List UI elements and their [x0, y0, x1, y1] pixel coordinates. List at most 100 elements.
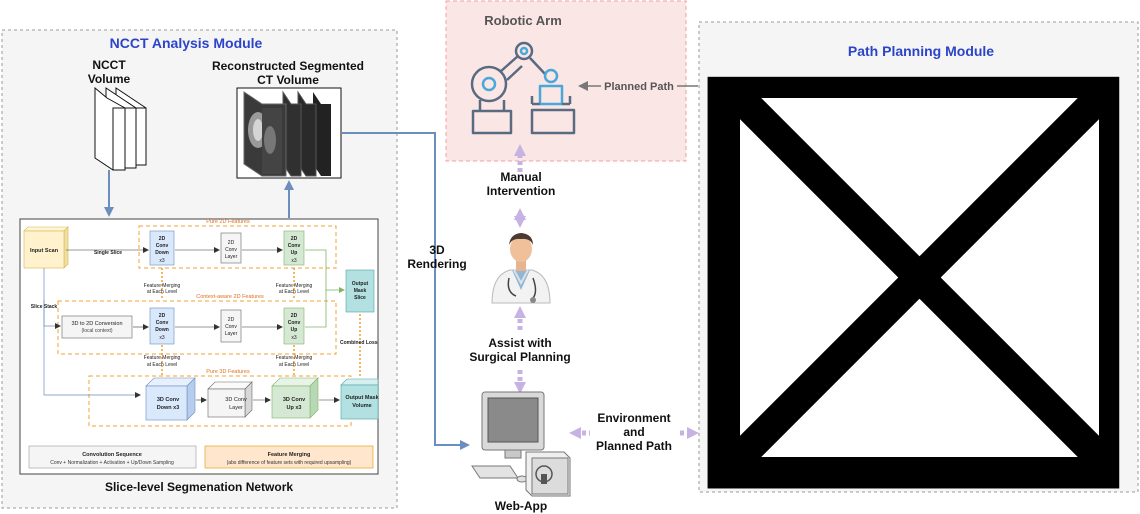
- robotic-arm-frame: [445, 0, 687, 162]
- conv2d-down-line4: x3: [159, 258, 165, 264]
- arrow-pure-up-output: [305, 249, 345, 293]
- pure-2d-frame: [138, 225, 337, 269]
- single-slice-label: Single Slice: [94, 250, 122, 256]
- conv2d-down-line1: 2D: [159, 236, 166, 242]
- conv2d-layer-line1: 2D: [228, 240, 235, 246]
- network-panel: [19, 218, 379, 475]
- conv2d-down-line2: Conv: [156, 243, 169, 249]
- doctor-icon: [491, 233, 551, 304]
- combined-loss-label: Combined Loss: [340, 340, 378, 346]
- output-mask-slice-node: Output Mask Slice: [345, 269, 375, 313]
- ctx-up-line1: 2D: [291, 313, 298, 319]
- ctx-down-line3: Down: [155, 327, 169, 333]
- reconstructed-ct-volume-icon: [236, 87, 342, 179]
- legend-convolution: Convolution Sequence Conv + Normalizatio…: [28, 445, 197, 469]
- conv2d-layer-context: 2D Conv Layer: [220, 309, 242, 343]
- conv2d-down-context: 2D Conv Down x3: [149, 307, 175, 345]
- conv2d-layer-pure: 2D Conv Layer: [220, 232, 242, 264]
- env-label-2: and: [623, 425, 644, 439]
- ncct-analysis-module: NCCT Analysis Module NCCT Volume Reconst…: [1, 29, 398, 509]
- ncct-module-title: NCCT Analysis Module: [110, 35, 263, 51]
- env-label-3: Planned Path: [596, 439, 672, 453]
- robotic-arm-title: Robotic Arm: [484, 13, 562, 28]
- segmentation-network: Pure 2D Features Context-aware 2D Featur…: [19, 218, 380, 475]
- conv2d-up-line4: x3: [291, 258, 297, 264]
- arrow-input-3d: [43, 300, 141, 398]
- recon-label-1: Reconstructed Segmented: [212, 59, 364, 73]
- conv3d-layer-node: 3D Conv Layer: [207, 381, 253, 418]
- merge-label-rt-2: at Each Level: [279, 289, 309, 295]
- ctx-down-line1: 2D: [159, 313, 166, 319]
- conv3d-up-node: 3D Conv Up x3: [271, 377, 319, 419]
- conv2d-layer-line2: Conv: [225, 247, 237, 253]
- conv2d-up-line3: Up: [291, 250, 298, 256]
- ctx-down-line4: x3: [159, 335, 165, 341]
- arrow-3d-rendering: [342, 132, 470, 450]
- ncct-volume-label-1: NCCT: [92, 58, 126, 72]
- conv2d-up-pure: 2D Conv Up x3: [283, 230, 305, 266]
- manual-label-1: Manual: [500, 170, 541, 184]
- pure-3d-title: Pure 3D Features: [206, 369, 250, 375]
- merge-label-lt-2: at Each Level: [147, 289, 177, 295]
- arrow-context-up-output: [305, 290, 327, 328]
- conv3d-up-line2: Up x3: [287, 405, 302, 411]
- env-label-1: Environment: [597, 411, 670, 425]
- input-scan-label: Input Scan: [30, 248, 59, 254]
- recon-label-2: CT Volume: [257, 73, 319, 87]
- conv2d-down-pure: 2D Conv Down x3: [149, 230, 175, 266]
- rendering-label-1: 3D: [429, 243, 445, 257]
- manual-label-2: Intervention: [487, 184, 556, 198]
- ctx-layer-line1: 2D: [228, 317, 235, 323]
- conv2d-up-line2: Conv: [288, 243, 301, 249]
- conv3d-layer-line2: Layer: [229, 405, 243, 411]
- conv3d-up-line1: 3D Conv: [283, 397, 306, 403]
- out-volume-line1: Output Mask: [345, 395, 379, 401]
- legend-feature-merging: Feature Merging (abs difference of featu…: [204, 445, 374, 469]
- legend-conv-text: Conv + Normalization + Activation + Up/D…: [50, 460, 174, 466]
- legend-merge-text: (abs difference of feature sets with req…: [227, 460, 352, 466]
- computer-icon: [471, 391, 571, 497]
- context-2d-frame: [57, 300, 337, 355]
- conv3d-down-line1: 3D Conv: [157, 397, 180, 403]
- merge-label-lt-1: Feature Merging: [144, 283, 181, 289]
- ctx-layer-line3: Layer: [225, 331, 238, 337]
- conv3d-to-2d-line1: 3D to 2D Conversion: [71, 321, 122, 327]
- context-2d-title: Context-aware 2D Features: [196, 294, 264, 300]
- network-caption: Slice-level Segmenation Network: [105, 480, 293, 494]
- path-module-title: Path Planning Module: [848, 43, 994, 59]
- conv3d-to-2d-node: 3D to 2D Conversion (local context): [61, 315, 133, 339]
- rendering-label-2: Rendering: [407, 257, 466, 271]
- out-slice-line3: Slice: [354, 295, 366, 301]
- ncct-volume-label-2: Volume: [88, 72, 131, 86]
- ctx-up-line4: x3: [291, 335, 297, 341]
- conv2d-up-context: 2D Conv Up x3: [283, 307, 305, 345]
- merge-label-rt-1: Feature Merging: [276, 283, 313, 289]
- merge-label-rm-2: at Each Level: [279, 362, 309, 368]
- ctx-layer-line2: Conv: [225, 324, 237, 330]
- ctx-up-line3: Up: [291, 327, 298, 333]
- conv2d-down-line3: Down: [155, 250, 169, 256]
- merge-label-lm-2: at Each Level: [147, 362, 177, 368]
- merge-label-rm-1: Feature Merging: [276, 355, 313, 361]
- conv3d-layer-line1: 3D Conv: [225, 397, 247, 403]
- out-slice-line1: Output: [352, 281, 369, 287]
- ctx-down-line2: Conv: [156, 320, 169, 326]
- path-planning-placeholder-image: [707, 76, 1120, 489]
- planned-path-label: Planned Path: [604, 81, 674, 93]
- legend-conv-title: Convolution Sequence: [82, 452, 142, 458]
- conv2d-up-line1: 2D: [291, 236, 298, 242]
- ncct-volume-icon: [94, 86, 147, 171]
- assist-label-1: Assist with: [488, 336, 551, 350]
- out-volume-line2: Volume: [352, 403, 371, 409]
- webapp-label: Web-App: [495, 499, 547, 513]
- conv2d-layer-line3: Layer: [225, 254, 238, 260]
- input-scan-node: Input Scan: [23, 226, 69, 269]
- pure-2d-title: Pure 2D Features: [206, 219, 250, 225]
- path-planning-module: Path Planning Module: [698, 21, 1139, 493]
- ctx-up-line2: Conv: [288, 320, 301, 326]
- conv3d-down-node: 3D Conv Down x3: [145, 377, 196, 421]
- merge-label-lm-1: Feature Merging: [144, 355, 181, 361]
- conv3d-down-line2: Down x3: [157, 405, 180, 411]
- output-mask-volume-node: Output Mask Volume: [340, 378, 380, 420]
